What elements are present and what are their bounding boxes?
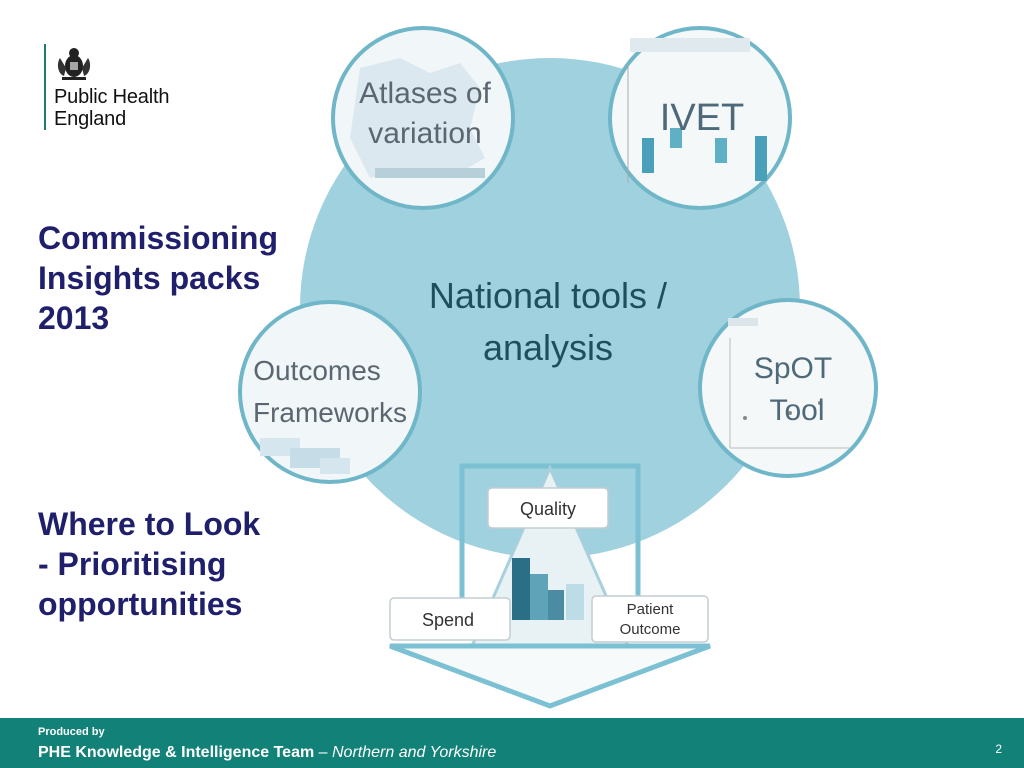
footer-bar: Produced by PHE Knowledge & Intelligence… bbox=[0, 718, 1024, 768]
circle-atlases-of-variation: Atlases of variation bbox=[331, 26, 515, 210]
heading-top-line-1: Commissioning bbox=[38, 220, 279, 256]
center-label-line-1: National tools / bbox=[429, 275, 667, 316]
circle-spot-tool: SpOT Tool bbox=[698, 298, 878, 478]
team-region: Northern and Yorkshire bbox=[332, 744, 497, 761]
spend-label: Spend bbox=[422, 610, 474, 630]
spot-label-line-2: Tool bbox=[769, 394, 824, 427]
heading-bottom-line-1: Where to Look bbox=[38, 506, 261, 542]
quality-spend-outcome-graphic: Quality Spend Patient Outcome bbox=[389, 463, 711, 709]
center-label-line-2: analysis bbox=[483, 327, 613, 368]
quality-label: Quality bbox=[520, 499, 576, 519]
produced-by-label: Produced by bbox=[38, 726, 105, 738]
team-credit: PHE Knowledge & Intelligence Team – Nort… bbox=[38, 744, 496, 762]
outcomes-label-line-1: Outcomes bbox=[253, 355, 381, 386]
heading-commissioning: Commissioning Insights packs 2013 bbox=[38, 218, 278, 338]
atlas-label-line-1: Atlases of bbox=[359, 77, 491, 110]
page-number: 2 bbox=[995, 742, 1002, 756]
heading-top-line-3: 2013 bbox=[38, 300, 110, 336]
logo-divider bbox=[44, 44, 46, 130]
heading-bottom-line-3: opportunities bbox=[38, 586, 243, 622]
heading-bottom-line-2: - Prioritising bbox=[38, 546, 227, 582]
ivet-label: IVET bbox=[660, 97, 744, 139]
phe-logo: Public Health England bbox=[44, 44, 224, 134]
outcomes-label-line-2: Frameworks bbox=[253, 397, 407, 428]
circle-ivet: IVET bbox=[608, 26, 792, 210]
tools-diagram: National tools / analysis Atlases of var… bbox=[238, 26, 878, 709]
spot-label-line-1: SpOT bbox=[754, 352, 832, 385]
logo-line-2: England bbox=[54, 108, 126, 130]
logo-text: Public Health England bbox=[54, 86, 169, 130]
patient-label-line-1: Patient bbox=[627, 601, 675, 618]
royal-crest-icon bbox=[57, 48, 91, 80]
team-name: PHE Knowledge & Intelligence Team bbox=[38, 744, 315, 761]
circle-outcomes-frameworks: Outcomes Frameworks bbox=[238, 300, 422, 484]
logo-line-1: Public Health bbox=[54, 86, 170, 108]
heading-where-to-look: Where to Look - Prioritising opportuniti… bbox=[38, 504, 260, 624]
patient-label-line-2: Outcome bbox=[620, 621, 681, 638]
heading-top-line-2: Insights packs bbox=[38, 260, 261, 296]
atlas-label-line-2: variation bbox=[368, 117, 481, 150]
team-separator: – bbox=[314, 744, 332, 761]
